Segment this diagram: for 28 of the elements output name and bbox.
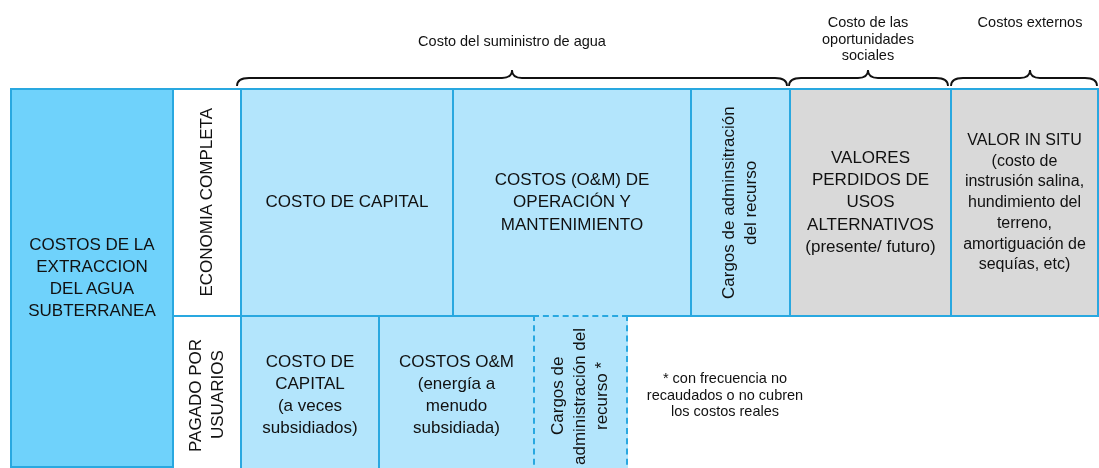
box-title: Cargos de adminsitración del recurso: [718, 105, 762, 301]
cost-box: [789, 88, 952, 317]
footnote: * con frecuencia no recaudados o no cubren los costos reales: [645, 370, 805, 420]
box-title: VALOR IN SITU: [967, 129, 1082, 150]
box-title: COSTOS (O&M) DE OPERACIÓN Y MANTENIMIENTO: [493, 169, 651, 236]
group-heading: Costo de las oportunidades sociales: [821, 14, 915, 64]
cost-box: [378, 315, 535, 468]
group-heading: Costo del suministro de agua: [417, 33, 607, 50]
box-note: (presente/ futuro): [805, 235, 936, 258]
cost-box: [240, 315, 380, 468]
cost-box: [240, 88, 454, 317]
group-heading: Costos externos: [976, 14, 1084, 31]
cost-box: [533, 315, 628, 468]
box-note: (energía a menudo subsidiada): [412, 372, 501, 440]
cost-box: [690, 88, 791, 317]
box-title: COSTOS O&M: [399, 350, 514, 373]
box-title: COSTO DE CAPITAL: [264, 350, 356, 395]
cost-box: [950, 88, 1099, 317]
box-title: PAGADO POR USUARIOS: [184, 337, 228, 454]
box-title: Cargos de administración del recurso *: [547, 326, 613, 467]
category-box: [10, 88, 174, 468]
box-title: ECONOMIA COMPLETA: [195, 108, 217, 297]
box-title: COSTO DE CAPITAL: [265, 191, 429, 214]
box-note: (costo de instrusión salina, hundimiento del terreno, amortiguación de sequías, etc): [962, 150, 1087, 275]
box-title: VALORES PERDIDOS DE USOS ALTERNATIVOS: [806, 147, 935, 236]
box-title: COSTOS DE LA EXTRACCION DEL AGUA SUBTERRANEA: [27, 233, 157, 323]
box-note: (a veces subsidiados): [261, 395, 359, 440]
cost-box: [452, 88, 692, 317]
